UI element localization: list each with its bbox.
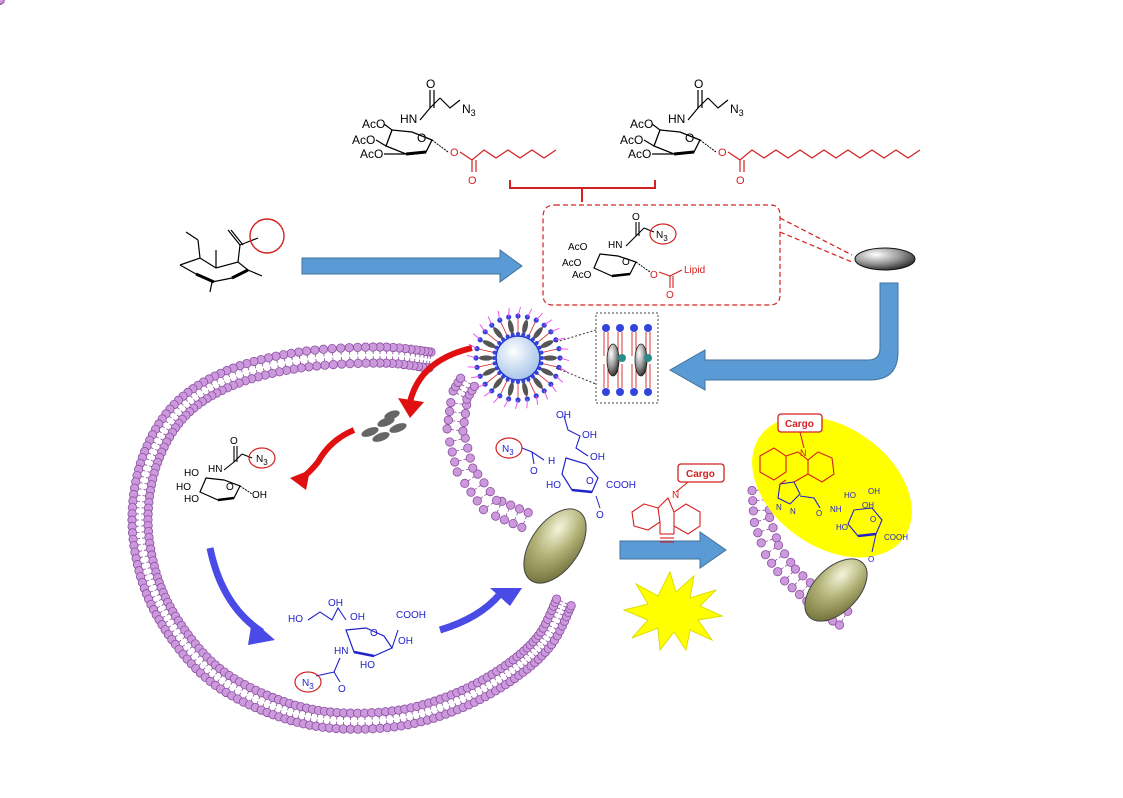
carbonyl-o-label: O (230, 436, 238, 447)
aco-label-2: AcO (562, 258, 582, 269)
carbonyl-o-label: O (816, 509, 822, 518)
synthesis-arrow (302, 250, 522, 282)
glycosidic-o-label: O (868, 555, 874, 564)
anomeric-oh-label: OH (252, 490, 267, 501)
labeled-product-highlight (726, 387, 939, 586)
oh-label-3: OH (350, 612, 365, 623)
bilayer-zoom-inset (556, 313, 658, 403)
hn-label: HN (334, 646, 348, 657)
ester-o-label: O (650, 270, 658, 281)
amide-nh-label: HN (608, 240, 622, 251)
aco-label-2: AcO (620, 133, 643, 147)
aco-label-1: AcO (568, 242, 588, 253)
surface-sialic-acid: OH OH OH O COOH HO H O N3 O (496, 410, 636, 521)
mannaz-sugar: O HN N3 O HO HO HO OH (176, 436, 275, 505)
click-reaction-arrow (620, 532, 726, 568)
ring-o-label: O (226, 482, 234, 493)
aco-label-1: AcO (630, 117, 653, 131)
formulation-arrow (670, 283, 898, 390)
display-arrow (440, 594, 500, 630)
oh-label-3: OH (590, 452, 605, 463)
cooh-label: COOH (606, 480, 636, 491)
ring-o-label: O (622, 257, 630, 268)
ho-label-1: HO (844, 491, 856, 500)
click-reaction-starburst (624, 572, 722, 650)
aco-label-3: AcO (628, 147, 651, 161)
aco-label-1: AcO (362, 117, 385, 131)
ho-label-5: HO (360, 660, 375, 671)
azide-label: N3 (502, 444, 514, 457)
uptake-arrowhead (398, 398, 424, 418)
ester-carbonyl-label: O (736, 175, 745, 187)
dodecanoyl-ester-sugar: O HN N3 O AcO AcO AcO O O (620, 77, 920, 187)
cargo-label: Cargo (785, 419, 814, 430)
oh-label-4: OH (398, 636, 413, 647)
biosynthesis-arrowhead (248, 620, 275, 645)
triazole-n-label-2: N (790, 507, 796, 516)
cooh-label: COOH (884, 533, 908, 542)
ho-label-2: HO (176, 482, 191, 493)
reactive-site-circle (250, 219, 284, 253)
liposome-nanoparticle (467, 307, 569, 409)
amide-nh-label: HN (208, 464, 222, 475)
lipid-label: Lipid (684, 265, 705, 276)
carbonyl-o-label: O (530, 466, 538, 477)
carbonyl-o-label: O (694, 77, 703, 91)
oh-label-1: HO (288, 614, 303, 625)
dbco-cargo-reagent: Cargo N (632, 464, 724, 542)
aco-label-2: AcO (352, 133, 375, 147)
ring-o-label: O (417, 131, 426, 145)
cargo-label: Cargo (686, 469, 715, 480)
biosynthesis-arrow (210, 548, 262, 632)
ring-o-label: O (685, 131, 694, 145)
ester-o-label: O (718, 147, 727, 159)
amide-nh-label: HN (668, 112, 685, 126)
nh-label: H (548, 456, 555, 467)
ester-o-label: O (450, 147, 459, 159)
lipid-prodrug-capsule (855, 248, 915, 270)
generic-lipid-ester-box: O HN N3 O AcO AcO AcO O O Lipid (543, 205, 852, 305)
oh-label-2: OH (862, 501, 874, 510)
triazole-n-label-1: N (776, 503, 782, 512)
azide-label: N3 (256, 454, 268, 467)
aco-label-3: AcO (572, 270, 592, 281)
ho-label-3: HO (184, 494, 199, 505)
nh-label: NH (830, 505, 842, 514)
deacetylation-arrowhead (290, 470, 310, 490)
ring-o-label: O (586, 476, 594, 487)
carbonyl-o-label: O (426, 77, 435, 91)
dbco-nitrogen-label: N (672, 490, 679, 501)
oh-label-1: OH (556, 410, 571, 421)
azide-label: N3 (730, 102, 744, 118)
carbonyl-o-label: O (338, 684, 346, 695)
carbonyl-o-label: O (632, 212, 640, 223)
azide-label: N3 (302, 678, 314, 691)
oh-label-1: OH (868, 487, 880, 496)
oh-label-2: OH (582, 430, 597, 441)
ester-carbonyl-label: O (666, 290, 674, 301)
ester-bracket (510, 180, 655, 202)
ring-o-label: O (370, 628, 378, 639)
glycosidic-o-label: O (596, 510, 604, 521)
ring-o-label: O (870, 515, 876, 524)
oh-label-2: OH (328, 598, 343, 609)
azide-label: N3 (656, 230, 668, 243)
sianaz-sialic-acid: HO OH OH O COOH OH HO HN O N3 (288, 598, 426, 695)
released-prodrug-capsules (360, 409, 408, 444)
ho-label-2: HO (836, 523, 848, 532)
ho-label-1: HO (184, 468, 199, 479)
amide-nh-label: HN (400, 112, 417, 126)
ester-carbonyl-label: O (468, 175, 477, 187)
hexanoyl-ester-sugar: O HN N3 O AcO AcO AcO O O (352, 77, 556, 187)
aco-label-3: AcO (360, 147, 383, 161)
ho-label: HO (546, 480, 561, 491)
cooh-label: COOH (396, 610, 426, 621)
azide-label: N3 (462, 102, 476, 118)
